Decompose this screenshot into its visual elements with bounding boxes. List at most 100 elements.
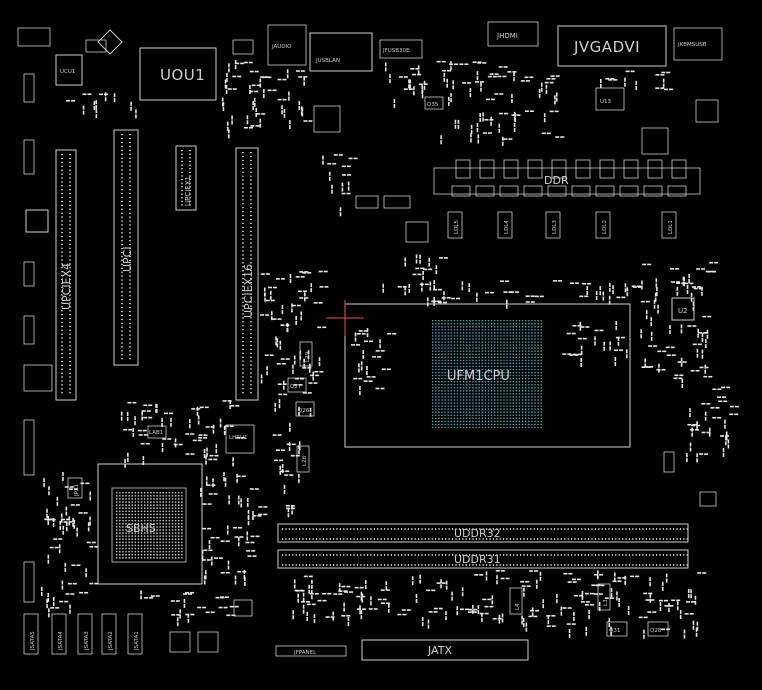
smd-pad	[300, 311, 303, 316]
smd-pad	[307, 350, 310, 355]
bga-pad	[459, 390, 462, 392]
jvgadvi-connector[interactable]	[557, 25, 667, 67]
bga-pad	[525, 374, 527, 377]
slot-pin	[250, 301, 252, 303]
bga-pad	[444, 353, 446, 355]
smd-pad	[722, 447, 725, 452]
smd-pad	[380, 589, 385, 591]
ddr-vrm-area[interactable]: DDR	[433, 167, 701, 195]
bga-pad	[512, 353, 514, 355]
bga-pad	[509, 359, 511, 362]
bga-pad	[463, 341, 465, 343]
upciex1-slot[interactable]: UPCIEX1	[175, 145, 197, 211]
bga-pad	[456, 411, 459, 413]
bga-pad	[441, 384, 443, 386]
bga-pad	[459, 402, 462, 404]
cpu-socket[interactable]: UFM1CPU	[344, 303, 631, 448]
bga-pad	[469, 414, 471, 416]
bga-pad	[466, 390, 468, 392]
bga-pad	[466, 332, 468, 334]
smd-pad	[249, 90, 251, 95]
slot-pin	[129, 228, 131, 230]
smd-pad	[641, 366, 646, 368]
smd-pad	[187, 593, 192, 595]
dimm-pin	[285, 554, 287, 556]
upci-slot[interactable]: UPCI	[113, 129, 139, 366]
upciex16-slot[interactable]: UPCIEX16	[235, 147, 259, 401]
slot-pin	[121, 283, 123, 285]
smd-pad	[480, 87, 482, 92]
bga-pad	[459, 426, 462, 429]
bga-pad	[466, 399, 468, 401]
bga-pad	[116, 526, 118, 528]
smd-pad	[438, 257, 443, 259]
smd-pad	[686, 458, 688, 463]
slot-pin	[121, 295, 123, 297]
smd-pad	[255, 108, 258, 113]
bga-pad	[456, 347, 459, 349]
smd-pad	[438, 301, 443, 304]
smd-pad	[497, 75, 502, 78]
smd-pad	[686, 289, 689, 294]
uddr32-slot[interactable]: UDDR32	[277, 523, 689, 543]
bga-pad	[525, 402, 527, 404]
slot-pin	[121, 255, 123, 258]
smd-pad	[84, 591, 89, 594]
bga-pad	[463, 323, 465, 325]
smd-pad	[529, 76, 534, 79]
dimm-pin	[309, 538, 311, 540]
smd-pad	[588, 610, 590, 615]
smd-pad	[550, 75, 555, 77]
bga-pad	[497, 329, 499, 331]
smd-pad	[247, 514, 250, 519]
southbridge-chip[interactable]: SBHS	[97, 463, 203, 585]
jusblan-connector[interactable]	[309, 32, 373, 72]
uou1-chip[interactable]	[139, 47, 217, 101]
dimm-pin	[581, 564, 583, 566]
smd-pad	[178, 443, 183, 446]
bga-pad	[469, 377, 471, 380]
smd-pad	[508, 138, 513, 140]
smd-pad	[549, 110, 554, 113]
smd-pad	[652, 611, 657, 613]
jfpanel-header[interactable]: JFPANEL	[275, 645, 347, 657]
bga-pad	[438, 387, 440, 389]
uddr31-slot[interactable]: UDDR31	[277, 549, 689, 569]
dimm-pin	[588, 538, 590, 540]
smd-pad	[605, 77, 610, 80]
smd-pad	[692, 625, 695, 630]
dimm-pin	[581, 528, 583, 530]
dimm-pin	[370, 528, 372, 530]
bga-pad	[475, 332, 477, 334]
bga-pad	[537, 374, 539, 377]
bga-pad	[521, 362, 524, 365]
slot-pin	[242, 167, 244, 169]
smd-pad	[440, 579, 442, 584]
dimm-pins	[282, 528, 688, 566]
upciex4-slot[interactable]: UPCIEX4	[55, 149, 77, 401]
jhdmi-connector[interactable]	[487, 21, 539, 47]
smd-pad	[249, 126, 254, 129]
dimm-pin	[656, 528, 658, 530]
smd-pad	[360, 361, 363, 366]
bga-pad	[441, 402, 443, 404]
dimm-pin	[319, 538, 321, 540]
slot-pin	[242, 230, 244, 232]
jatx-connector[interactable]: JATX	[361, 639, 529, 661]
bga-pad	[490, 368, 493, 371]
bga-pad	[518, 359, 521, 362]
smd-pad	[655, 283, 658, 288]
bga-pad	[147, 513, 149, 516]
jaudio-connector[interactable]	[267, 24, 307, 66]
smd-pad	[409, 79, 411, 84]
smd-pad	[255, 535, 260, 538]
bga-pad	[525, 365, 527, 368]
bga-pad	[509, 387, 511, 389]
slot-pin	[121, 228, 123, 230]
smd-pad	[641, 285, 643, 290]
dimm-pin	[367, 564, 369, 566]
dimm-pin	[567, 554, 569, 556]
smd-pad	[446, 83, 449, 88]
bga-pad	[506, 329, 508, 331]
